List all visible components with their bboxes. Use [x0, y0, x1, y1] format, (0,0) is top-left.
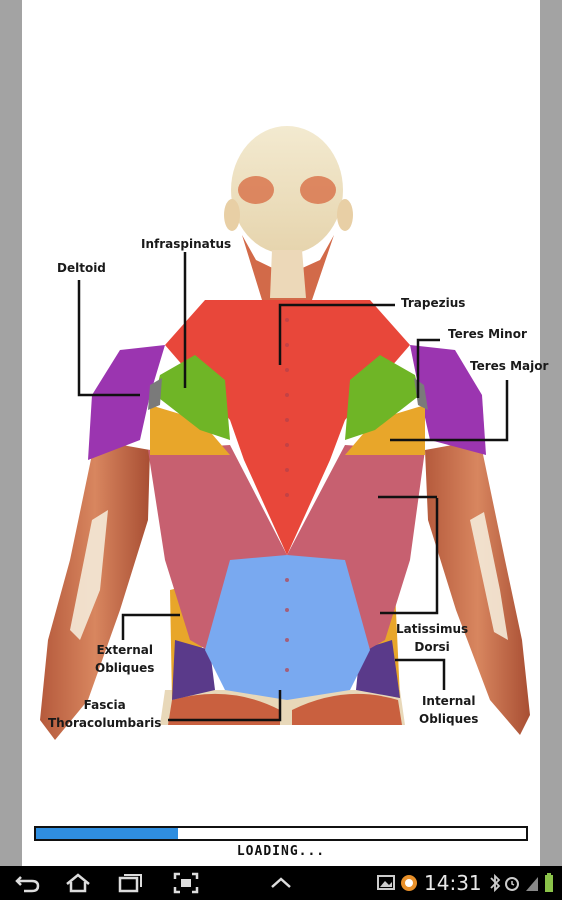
spine — [285, 318, 289, 672]
label-internal-obliques-line-1: Internal — [421, 694, 476, 708]
label-latissimus-dorsi-line-1: Latissimus — [396, 622, 469, 636]
loading-progress-fill — [36, 828, 179, 839]
trapezius-muscle — [165, 300, 410, 555]
signal-icon — [526, 877, 538, 891]
recent-apps-icon[interactable] — [116, 871, 144, 895]
loading-progress-bar — [34, 826, 528, 841]
leader-lines — [77, 252, 509, 722]
right-arm-tendon — [470, 512, 508, 640]
label-external-obliques: External Obliques — [95, 641, 154, 677]
neck-muscles — [242, 235, 334, 300]
infraspinatus-right — [345, 355, 420, 440]
internal-obliques-left — [172, 640, 215, 700]
screenshot-icon[interactable] — [172, 871, 200, 895]
deltoid-left — [88, 345, 165, 460]
label-internal-obliques: Internal Obliques — [419, 692, 478, 728]
label-teres-minor: Teres Minor — [448, 327, 527, 341]
teres-major-right — [345, 405, 425, 455]
home-icon[interactable] — [64, 871, 92, 895]
teres-minor-left — [148, 378, 162, 410]
app-notification-icon — [401, 875, 417, 891]
right-glute — [292, 693, 402, 725]
head — [224, 126, 353, 254]
up-chevron-icon[interactable] — [267, 871, 295, 895]
label-deltoid: Deltoid — [57, 261, 106, 275]
label-infraspinatus: Infraspinatus — [141, 237, 232, 251]
teres-major-left — [150, 405, 230, 455]
label-fascia-thoracolumbaris-line-1: Fascia — [83, 698, 126, 712]
alarm-icon — [505, 877, 519, 891]
label-internal-obliques-line-2: Obliques — [419, 712, 479, 726]
label-teres-major: Teres Major — [470, 359, 549, 373]
label-latissimus-dorsi: Latissimus Dorsi — [396, 620, 468, 656]
gallery-icon — [377, 875, 395, 890]
bluetooth-icon — [490, 873, 501, 893]
label-external-obliques-line-2: Obliques — [95, 661, 155, 675]
left-glute — [168, 693, 280, 725]
label-trapezius: Trapezius — [401, 296, 466, 310]
left-arm-tendon — [70, 510, 108, 640]
left-frame — [0, 0, 22, 866]
system-navigation-bar: 14:31 — [0, 866, 562, 900]
deltoid-right — [410, 345, 486, 455]
right-arm — [425, 440, 530, 735]
neck-center — [270, 250, 306, 298]
label-external-obliques-line-1: External — [96, 643, 153, 657]
back-icon[interactable] — [14, 871, 42, 895]
label-fascia-thoracolumbaris: Fascia Thoracolumbaris — [48, 696, 161, 732]
right-frame — [540, 0, 562, 866]
clock: 14:31 — [424, 871, 482, 895]
loading-text: LOADING... — [236, 844, 326, 859]
fascia-thoracolumbaris-muscle — [205, 555, 370, 700]
label-fascia-thoracolumbaris-line-2: Thoracolumbaris — [48, 716, 162, 730]
battery-icon — [545, 873, 553, 892]
infraspinatus-left — [155, 355, 230, 440]
label-latissimus-dorsi-line-2: Dorsi — [414, 640, 450, 654]
